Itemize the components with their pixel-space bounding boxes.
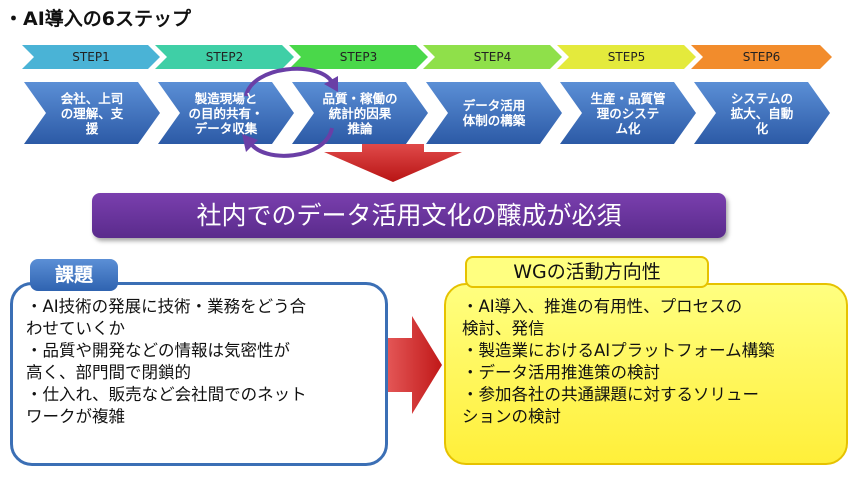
wg-item: ・製造業におけるAIプラットフォーム構築 bbox=[462, 341, 775, 360]
step-label-3: STEP3 bbox=[339, 50, 378, 64]
wg-item: ・AI導入、推進の有用性、プロセスの 検討、発信 bbox=[462, 297, 743, 338]
step-body-2: 製造現場と の目的共有・ データ収集 bbox=[188, 90, 264, 136]
step-label-2: STEP2 bbox=[205, 50, 244, 64]
step-chevron-3 bbox=[289, 45, 428, 69]
cycle-arrowhead-bottom bbox=[242, 134, 258, 152]
step-body-chevron-2 bbox=[158, 82, 294, 144]
issues-box bbox=[10, 282, 388, 466]
issues-list: ・AI技術の発展に技術・業務をどう合 わせていくか ・品質や開発などの情報は気密… bbox=[26, 296, 376, 428]
step-body-chevron-1 bbox=[24, 82, 160, 144]
step-label-1: STEP1 bbox=[72, 50, 110, 64]
step-body-5: 生産・品質管 理のシステ ム化 bbox=[590, 90, 666, 136]
down-arrow bbox=[324, 144, 462, 182]
issue-item: ・仕入れ、販売など会社間でのネット ワークが複雑 bbox=[26, 385, 307, 426]
culture-banner: 社内でのデータ活用文化の醸成が必須 bbox=[92, 193, 726, 238]
step-body-chevron-6 bbox=[694, 82, 830, 144]
wg-box bbox=[444, 283, 848, 465]
right-arrow bbox=[384, 316, 442, 414]
wg-list: ・AI導入、推進の有用性、プロセスの 検討、発信 ・製造業におけるAIプラットフ… bbox=[462, 296, 842, 428]
step-chevron-5 bbox=[557, 45, 696, 69]
step-body-3: 品質・稼働の 統計的因果 推論 bbox=[322, 90, 398, 136]
step-label-5: STEP5 bbox=[607, 50, 646, 64]
step-body-chevron-4 bbox=[426, 82, 562, 144]
step-label-6: STEP6 bbox=[742, 50, 781, 64]
issue-item: ・AI技術の発展に技術・業務をどう合 わせていくか bbox=[26, 297, 307, 338]
cycle-arrow-top bbox=[244, 66, 334, 97]
issue-item: ・品質や開発などの情報は気密性が 高く、部門間で閉鎖的 bbox=[26, 341, 290, 382]
page-title: ・AI導入の6ステップ bbox=[4, 8, 191, 30]
wg-item: ・データ活用推進策の検討 bbox=[462, 363, 660, 382]
wg-item: ・参加各社の共通課題に対するソリュー ションの検討 bbox=[462, 385, 759, 426]
cycle-arrowhead-top bbox=[324, 76, 338, 92]
step-chevron-4 bbox=[423, 45, 562, 69]
step-chevron-1 bbox=[22, 45, 160, 69]
step-body-4: データ活用 体制の構築 bbox=[462, 98, 526, 128]
step-body-chevron-3 bbox=[292, 82, 428, 144]
issues-tag: 課題 bbox=[30, 259, 118, 291]
step-chevron-6 bbox=[691, 45, 832, 69]
step-body-6: システムの 拡大、自動 化 bbox=[730, 90, 794, 136]
step-label-4: STEP4 bbox=[473, 50, 512, 64]
step-body-1: 会社、上司 の理解、支 援 bbox=[60, 90, 124, 136]
wg-tag: WGの活動方向性 bbox=[465, 256, 709, 288]
step-body-chevron-5 bbox=[560, 82, 696, 144]
cycle-arrow-bottom bbox=[248, 127, 334, 158]
step-chevron-2 bbox=[155, 45, 294, 69]
